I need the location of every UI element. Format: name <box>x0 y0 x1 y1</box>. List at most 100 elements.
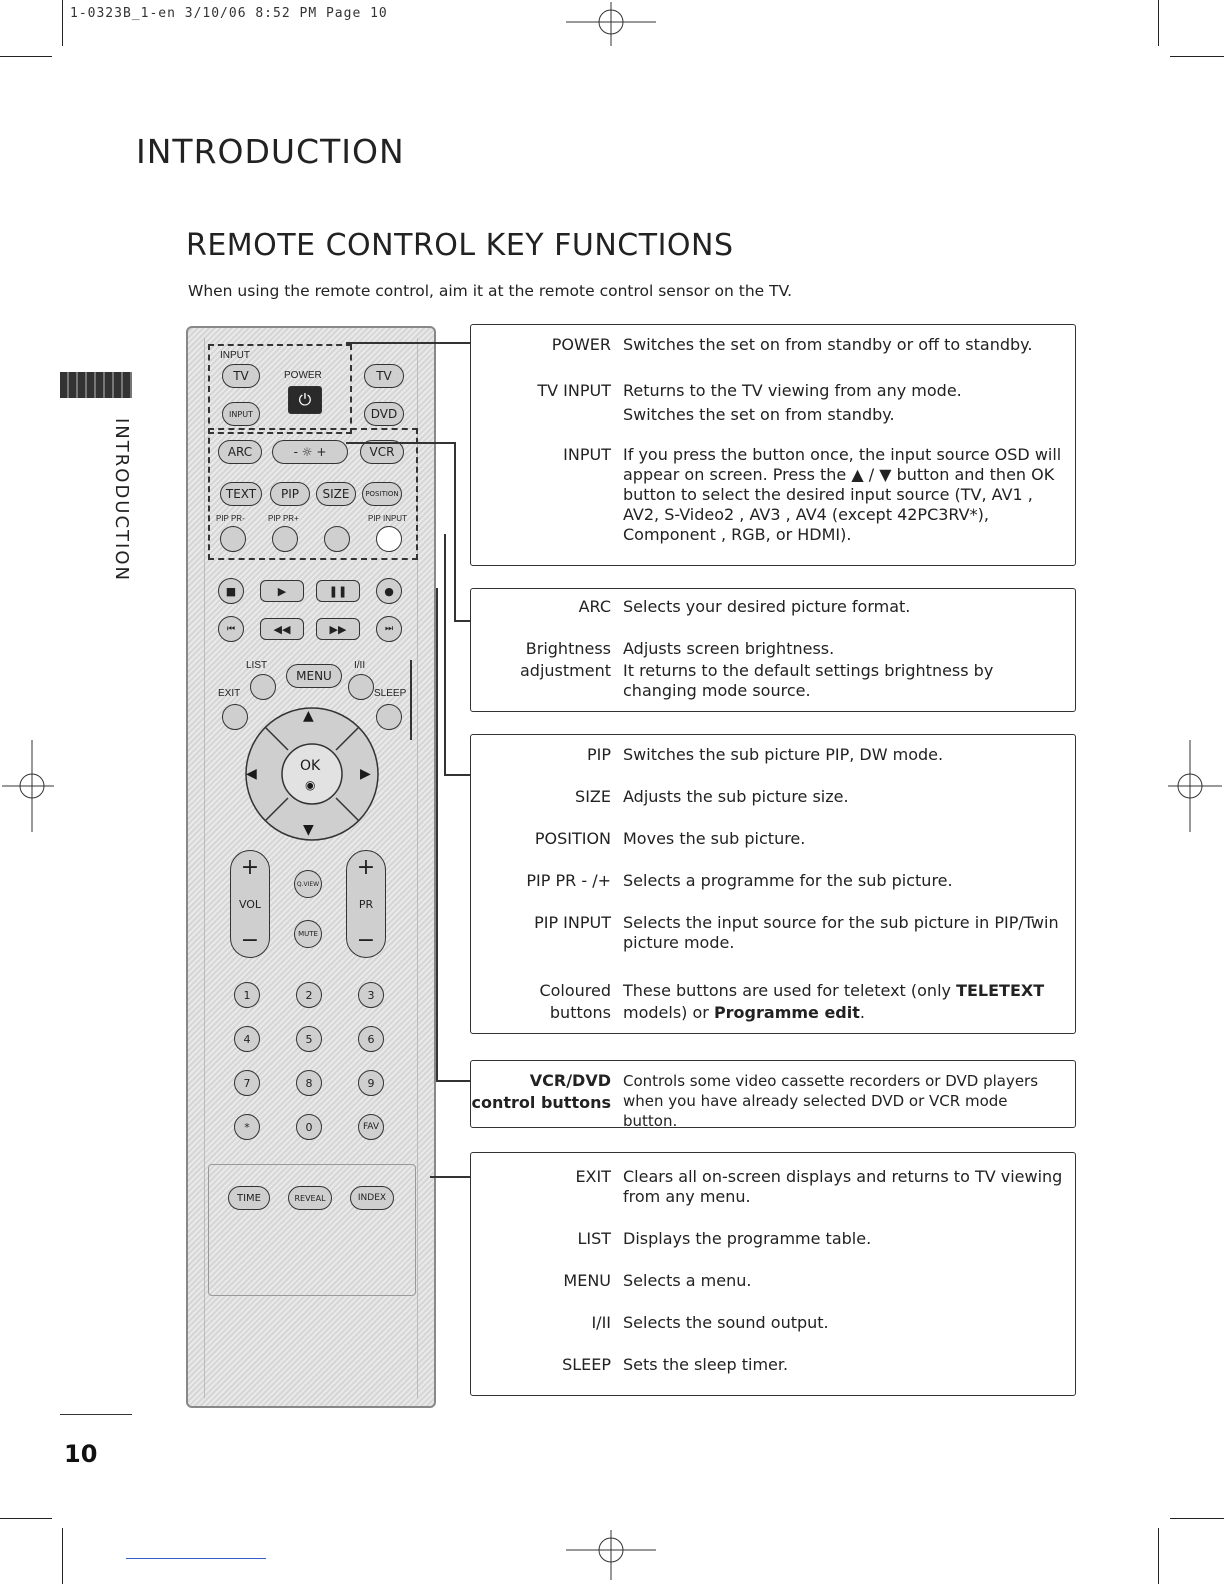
pip-group-outline <box>208 428 418 560</box>
key-name: Brightness <box>525 639 611 658</box>
digit-button[interactable]: 8 <box>296 1070 322 1096</box>
key-name: buttons <box>549 1003 611 1022</box>
list-button[interactable] <box>250 674 276 700</box>
menu-button[interactable]: MENU <box>286 664 342 688</box>
connector-line <box>436 1080 470 1082</box>
digit-button[interactable]: 1 <box>234 982 260 1008</box>
previous-button[interactable]: ⏮ <box>218 616 244 642</box>
brightness-button[interactable]: - ☼ + <box>272 440 348 464</box>
connector-line <box>430 1176 470 1178</box>
key-name: PIP <box>586 745 611 764</box>
key-name: MENU <box>563 1271 611 1290</box>
crop-mark <box>1158 0 1159 46</box>
up-arrow-icon[interactable]: ▲ <box>303 708 314 724</box>
plus-icon: + <box>356 855 376 880</box>
crop-mark <box>1170 1518 1224 1519</box>
digit-button[interactable]: 0 <box>296 1114 322 1140</box>
footer-blue-rule <box>126 1558 266 1559</box>
right-arrow-icon[interactable]: ▶ <box>360 766 371 782</box>
connector-line <box>444 774 470 776</box>
digit-button[interactable]: 5 <box>296 1026 322 1052</box>
index-button[interactable]: INDEX <box>350 1186 394 1210</box>
key-description: Selects your desired picture format. <box>623 597 911 616</box>
pip-pr-minus-button[interactable] <box>220 526 246 552</box>
key-description: Displays the programme table. <box>623 1229 872 1248</box>
sleep-button[interactable] <box>376 704 402 730</box>
fav-button[interactable]: FAV <box>358 1114 384 1140</box>
i-ii-button[interactable] <box>348 674 374 700</box>
dvd-button[interactable]: DVD <box>364 402 404 426</box>
key-description: Controls some video cassette recorders o… <box>623 1072 1039 1130</box>
crop-mark <box>0 1518 52 1519</box>
size-button[interactable]: SIZE <box>316 482 356 506</box>
key-description: Moves the sub picture. <box>623 829 806 848</box>
digit-button[interactable]: 6 <box>358 1026 384 1052</box>
tv-button[interactable]: TV <box>364 364 404 388</box>
pip-pr-minus-label: PIP PR- <box>216 514 245 523</box>
position-button[interactable]: POSITION <box>362 482 402 506</box>
left-arrow-icon[interactable]: ◀ <box>246 766 257 782</box>
key-description: Selects the sound output. <box>623 1313 829 1332</box>
rewind-button[interactable]: ◀◀ <box>260 618 304 640</box>
key-name: INPUT <box>563 445 611 464</box>
connector-line <box>346 342 470 344</box>
input-button[interactable]: INPUT <box>222 402 260 426</box>
key-name: TV INPUT <box>537 381 611 400</box>
crop-mark <box>1170 56 1224 57</box>
pip-pr-plus-label: PIP PR+ <box>268 514 299 523</box>
key-description: Returns to the TV viewing from any mode. <box>623 381 962 400</box>
digit-button[interactable]: 9 <box>358 1070 384 1096</box>
key-name: Coloured <box>539 981 611 1000</box>
next-button[interactable]: ⏭ <box>376 616 402 642</box>
record-button[interactable]: ● <box>376 578 402 604</box>
vcr-button[interactable]: VCR <box>360 440 404 464</box>
key-name: POWER <box>551 335 611 354</box>
star-button[interactable]: * <box>234 1114 260 1140</box>
digit-button[interactable]: 7 <box>234 1070 260 1096</box>
pip-input-button[interactable] <box>376 526 402 552</box>
key-description: Switches the set on from standby or off … <box>623 335 1033 354</box>
mute-button[interactable]: MUTE <box>294 920 322 948</box>
registration-mark-left <box>2 740 54 832</box>
pip-button[interactable]: PIP <box>270 482 310 506</box>
tv-input-button[interactable]: TV <box>222 364 260 388</box>
key-name: PIP INPUT <box>534 913 611 932</box>
pip-pr-plus-button[interactable] <box>272 526 298 552</box>
play-button[interactable]: ▶ <box>260 580 304 602</box>
programme-rocker[interactable]: + PR − <box>346 850 386 958</box>
exit-button[interactable] <box>222 704 248 730</box>
text-button[interactable]: TEXT <box>220 482 262 506</box>
pr-label: PR <box>358 897 374 911</box>
reveal-button[interactable]: REVEAL <box>288 1186 332 1210</box>
connector-line <box>346 442 456 444</box>
key-description: Adjusts the sub picture size. <box>623 787 849 806</box>
time-button[interactable]: TIME <box>228 1186 270 1210</box>
down-arrow-icon[interactable]: ▼ <box>303 822 314 838</box>
sleep-label: SLEEP <box>374 688 407 699</box>
digit-button[interactable]: 3 <box>358 982 384 1008</box>
vcr-dvd-box: VCR/DVD Controls some video cassette rec… <box>470 1060 1076 1130</box>
stop-button[interactable]: ■ <box>218 578 244 604</box>
colour-button-3[interactable] <box>324 526 350 552</box>
volume-rocker[interactable]: + VOL − <box>230 850 270 958</box>
fast-forward-button[interactable]: ▶▶ <box>316 618 360 640</box>
key-description: Adjusts screen brightness. <box>623 639 835 658</box>
key-name: ARC <box>578 597 611 616</box>
list-label: LIST <box>246 660 268 671</box>
key-description: Switches the sub picture PIP, DW mode. <box>623 745 944 764</box>
digit-button[interactable]: 2 <box>296 982 322 1008</box>
ok-button[interactable]: OK <box>300 758 321 774</box>
digit-button[interactable]: 4 <box>234 1026 260 1052</box>
connector-line <box>454 442 456 620</box>
power-button[interactable]: ⏻ <box>288 386 322 414</box>
pip-input-label: PIP INPUT <box>368 514 407 523</box>
arc-brightness-box: ARC Selects your desired picture format.… <box>470 588 1076 712</box>
key-description: Selects the input source for the sub pic… <box>623 913 1059 952</box>
q-view-button[interactable]: Q.VIEW <box>294 870 322 898</box>
pause-button[interactable]: ❚❚ <box>316 580 360 602</box>
page-heading: REMOTE CONTROL KEY FUNCTIONS <box>186 228 734 263</box>
key-name: POSITION <box>534 829 611 848</box>
remote-body <box>204 338 418 1398</box>
key-description: models) or Programme edit. <box>623 1003 865 1022</box>
arc-button[interactable]: ARC <box>218 440 262 464</box>
